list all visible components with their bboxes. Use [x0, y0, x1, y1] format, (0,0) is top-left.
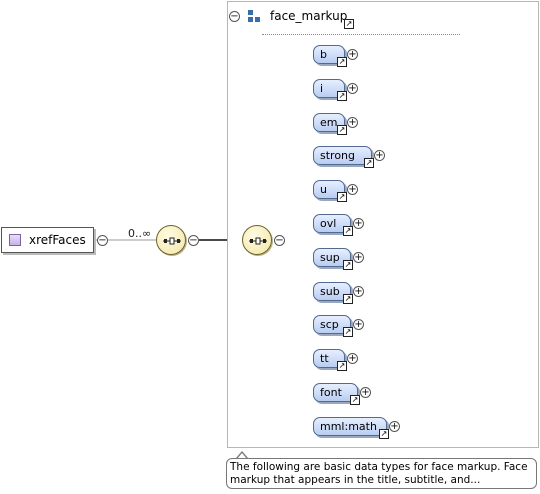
child-element-strong[interactable]: strong ↗ — [313, 146, 374, 168]
reference-arrow-icon[interactable]: ↗ — [379, 429, 389, 439]
sequence-compositor-icon[interactable] — [156, 225, 186, 255]
expand-plus-icon[interactable]: + — [353, 252, 364, 263]
child-element-em[interactable]: em↗ — [313, 113, 347, 135]
reference-arrow-icon[interactable]: ↗ — [337, 192, 347, 202]
group-divider — [262, 34, 460, 35]
group-collapse-icon[interactable]: − — [229, 10, 240, 22]
child-element-sub[interactable]: sub↗ — [313, 282, 353, 304]
group-name[interactable]: face_markup — [270, 9, 348, 23]
reference-arrow-icon[interactable]: ↗ — [343, 327, 353, 337]
child-element-label: b — [320, 48, 327, 61]
expand-plus-icon[interactable]: + — [347, 184, 358, 195]
child-element-label: i — [320, 82, 324, 95]
root-element-xrefFaces[interactable]: xrefFaces — [1, 227, 94, 253]
occurrence-label: 0..∞ — [128, 227, 152, 240]
sequence-glyph-icon — [163, 237, 181, 245]
child-element-label: sup — [320, 251, 340, 264]
group-header: − face_markup — [229, 6, 347, 26]
reference-arrow-icon[interactable]: ↗ — [343, 260, 353, 270]
child-element-label: scp — [320, 318, 339, 331]
sequence-collapse-icon[interactable]: − — [188, 235, 199, 246]
expand-plus-icon[interactable]: + — [347, 83, 358, 94]
child-element-label: u — [320, 183, 327, 196]
child-element-label: sub — [320, 285, 340, 298]
child-element-u[interactable]: u↗ — [313, 180, 347, 202]
group-sequence-collapse-icon[interactable]: − — [274, 235, 285, 246]
expand-plus-icon[interactable]: + — [360, 387, 371, 398]
documentation-tooltip: The following are basic data types for f… — [226, 458, 537, 489]
expand-plus-icon[interactable]: + — [353, 286, 364, 297]
reference-arrow-icon[interactable]: ↗ — [350, 395, 360, 405]
reference-arrow-icon[interactable]: ↗ — [364, 158, 374, 168]
child-element-i[interactable]: i↗ — [313, 79, 347, 101]
reference-arrow-icon[interactable]: ↗ — [337, 125, 347, 135]
group-icon — [248, 10, 261, 22]
tooltip-pointer-inner — [237, 453, 247, 459]
child-element-label: tt — [320, 352, 329, 365]
group-sequence-compositor-icon[interactable] — [242, 225, 272, 255]
reference-arrow-icon[interactable]: ↗ — [343, 294, 353, 304]
expand-plus-icon[interactable]: + — [347, 353, 358, 364]
child-element-label: em — [320, 116, 338, 129]
child-element-b[interactable]: b↗ — [313, 45, 347, 67]
child-element-ovl[interactable]: ovl ↗ — [313, 214, 353, 236]
expand-plus-icon[interactable]: + — [374, 150, 385, 161]
expand-plus-icon[interactable]: + — [353, 218, 364, 229]
child-element-tt[interactable]: tt ↗ — [313, 349, 347, 371]
root-collapse-icon[interactable]: − — [97, 235, 108, 246]
child-element-mml-math[interactable]: mml:math↗ — [313, 417, 389, 439]
expand-plus-icon[interactable]: + — [347, 49, 358, 60]
root-element-label: xrefFaces — [29, 233, 86, 247]
reference-arrow-icon[interactable]: ↗ — [343, 226, 353, 236]
child-element-font[interactable]: font ↗ — [313, 383, 360, 405]
expand-plus-icon[interactable]: + — [389, 421, 400, 432]
child-element-sup[interactable]: sup↗ — [313, 248, 353, 270]
group-definition-panel — [227, 1, 539, 448]
reference-arrow-icon[interactable]: ↗ — [337, 91, 347, 101]
child-element-scp[interactable]: scp ↗ — [313, 315, 353, 337]
child-element-label: mml:math — [320, 420, 377, 433]
group-reference-icon[interactable]: ↗ — [344, 19, 354, 29]
reference-arrow-icon[interactable]: ↗ — [337, 361, 347, 371]
sequence-glyph-icon — [249, 237, 267, 245]
reference-arrow-icon[interactable]: ↗ — [337, 57, 347, 67]
expand-plus-icon[interactable]: + — [353, 319, 364, 330]
expand-plus-icon[interactable]: + — [347, 117, 358, 128]
element-icon — [9, 234, 21, 246]
child-element-label: ovl — [320, 217, 337, 230]
child-element-label: strong — [320, 149, 356, 162]
child-element-label: font — [320, 386, 342, 399]
